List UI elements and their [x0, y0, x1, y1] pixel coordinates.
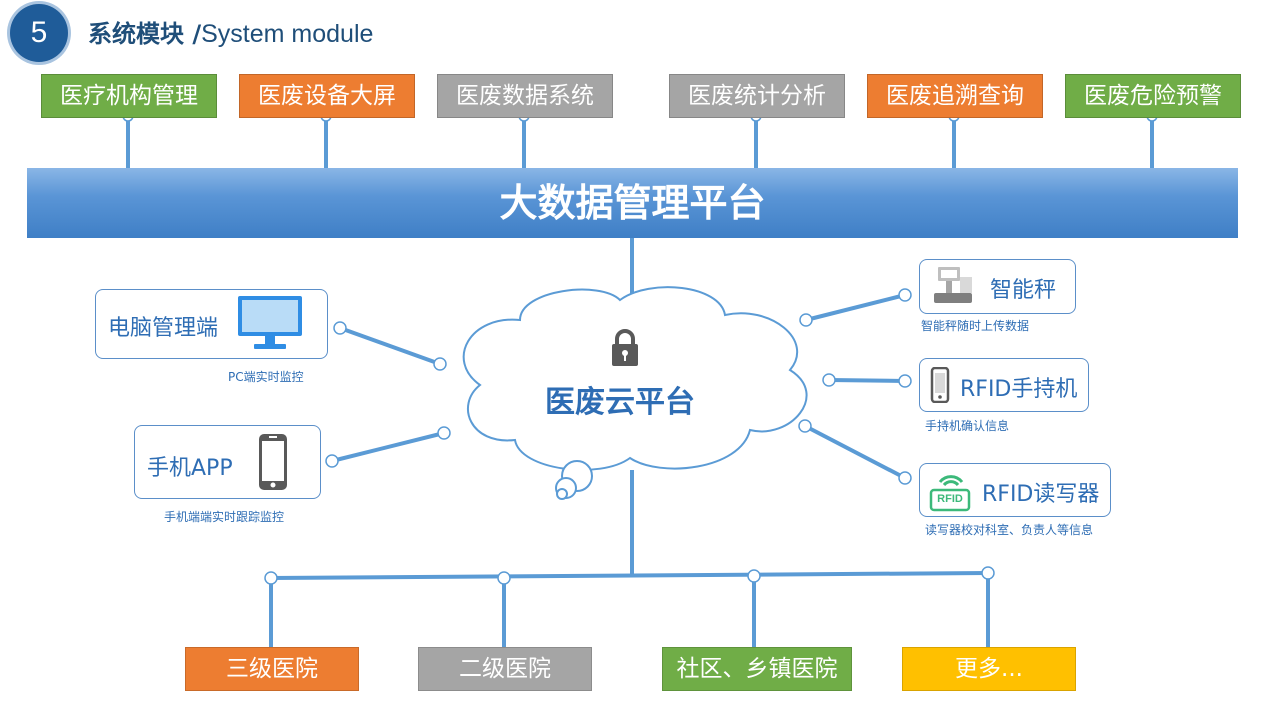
handheld-icon: [930, 366, 950, 404]
pc-terminal-caption: PC端实时监控: [228, 370, 304, 384]
smartphone-icon: [257, 432, 289, 492]
pc-terminal-card: 电脑管理端: [95, 289, 328, 359]
rfid-icon-text: RFID: [937, 493, 963, 505]
rfid-handheld-caption: 手持机确认信息: [925, 419, 1010, 433]
title-english: System module: [201, 20, 374, 48]
cloud-platform-label: 医废云平台: [545, 385, 695, 420]
section-number-badge: 5: [10, 4, 68, 62]
module-medical-institution: 医疗机构管理: [41, 74, 217, 118]
rfid-reader-card: RFID RFID读写器: [919, 463, 1111, 517]
smart-scale-caption: 智能秤随时上传数据: [921, 319, 1030, 333]
monitor-icon: [236, 294, 304, 352]
level-community-hospital: 社区、乡镇医院: [662, 647, 852, 691]
mobile-app-label: 手机APP: [147, 456, 233, 481]
level-secondary-hospital: 二级医院: [418, 647, 592, 691]
lock-icon: [611, 328, 639, 368]
smart-scale-label: 智能秤: [990, 278, 1057, 303]
level-more: 更多...: [902, 647, 1076, 691]
rfid-reader-icon: RFID: [928, 468, 972, 512]
module-data-system: 医废数据系统: [437, 74, 613, 118]
smart-scale-card: 智能秤: [919, 259, 1076, 314]
title-chinese: 系统模块: [88, 20, 184, 48]
pc-terminal-label: 电脑管理端: [108, 316, 219, 341]
mobile-app-caption: 手机端端实时跟踪监控: [164, 510, 285, 524]
rfid-handheld-card: RFID手持机: [919, 358, 1089, 412]
level-tertiary-hospital: 三级医院: [185, 647, 359, 691]
cloud-shape: [462, 286, 808, 500]
rfid-reader-caption: 读写器校对科室、负责人等信息: [925, 523, 1094, 537]
rfid-reader-label: RFID读写器: [982, 482, 1100, 507]
module-traceability: 医废追溯查询: [867, 74, 1043, 118]
title-separator: /: [184, 20, 202, 48]
big-data-platform-bar: 大数据管理平台: [27, 168, 1238, 238]
rfid-handheld-label: RFID手持机: [960, 377, 1078, 402]
page-title: 系统模块 /System module: [88, 14, 373, 49]
module-statistics: 医废统计分析: [669, 74, 845, 118]
mobile-app-card: 手机APP: [134, 425, 321, 499]
scale-icon: [932, 265, 976, 307]
module-risk-warning: 医废危险预警: [1065, 74, 1241, 118]
module-equipment-screen: 医废设备大屏: [239, 74, 415, 118]
